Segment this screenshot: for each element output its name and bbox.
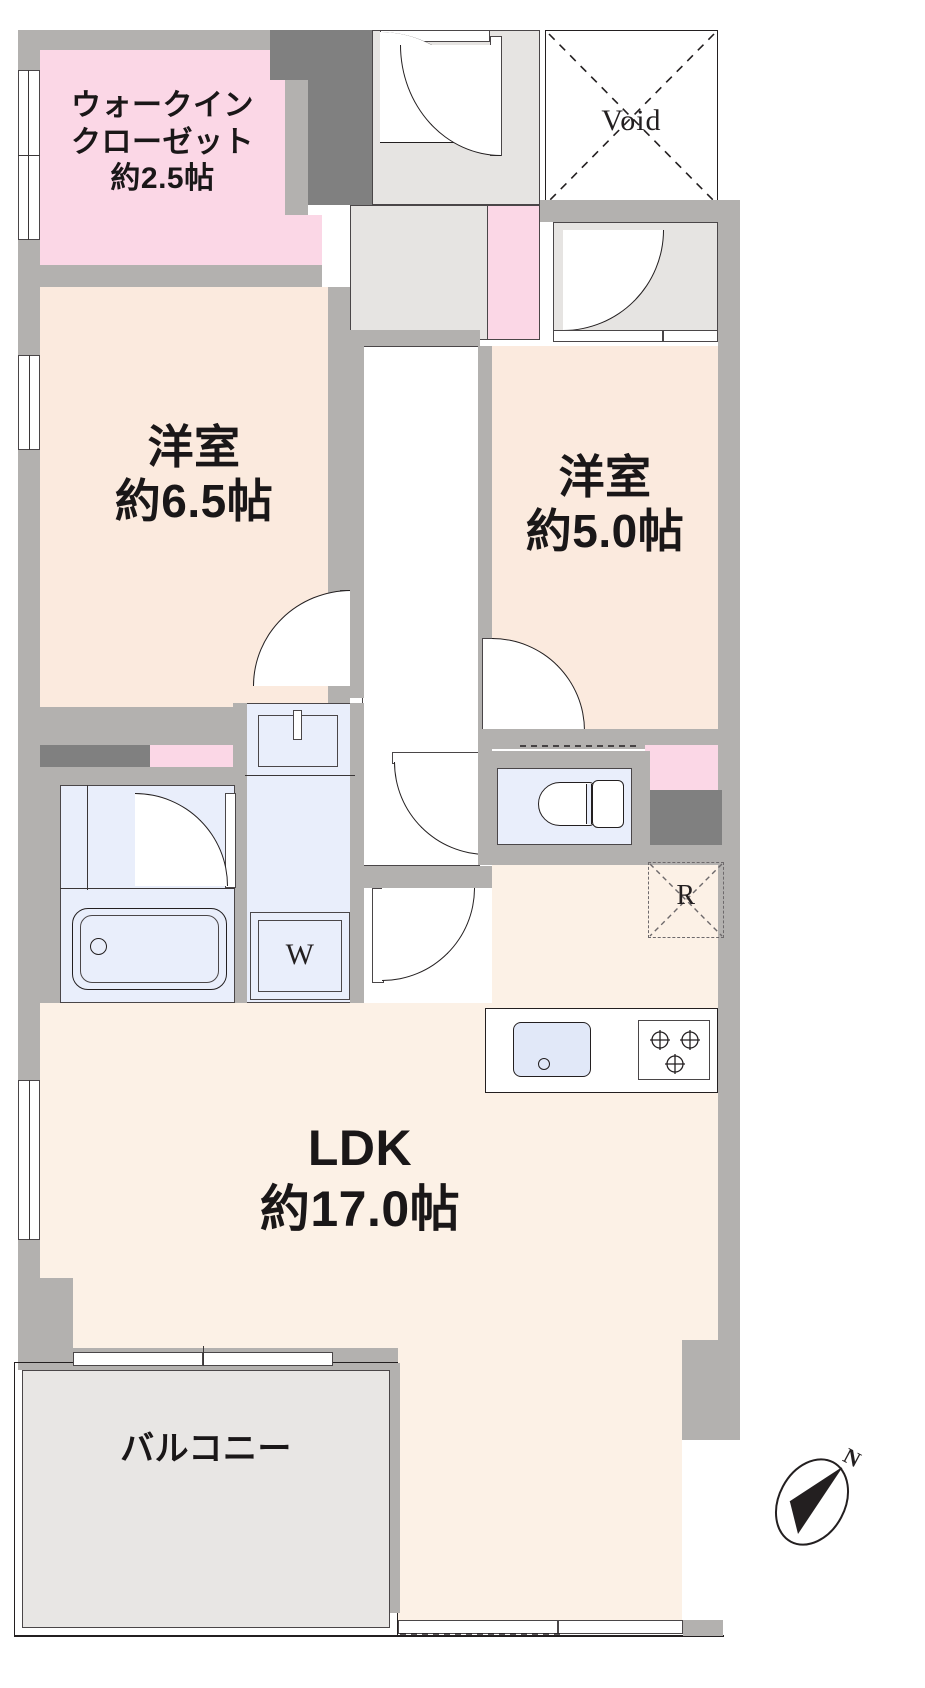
balcony-rail [14, 1362, 398, 1637]
bottom-sash-right [558, 1620, 683, 1634]
balcony-sash-mullion [203, 1346, 205, 1366]
room-ldk-upper-right [492, 865, 718, 1005]
storage-dark-left [40, 745, 150, 767]
vanity-faucet [293, 710, 302, 740]
bath-door-panel [225, 793, 236, 888]
toilet-wall-top [478, 751, 650, 768]
washing-machine-label: W [285, 938, 315, 971]
ldk-door-arc [382, 888, 475, 981]
toilet-seat-gap [586, 784, 592, 824]
bedroom-west-wall-left [18, 287, 40, 707]
toilet-wall-bottom [478, 845, 740, 865]
bath-inner-line [87, 785, 89, 890]
washroom-wall-right [350, 703, 364, 1003]
room-label-bedroom-west: 洋室 約6.5帖 [114, 421, 274, 528]
wic-wall-bottom [18, 265, 322, 287]
mid-wall-band-right [478, 729, 740, 749]
corridor-wall-bottom [362, 866, 492, 888]
void-cross-hatch [548, 33, 715, 202]
bathroom-wall-left [18, 785, 60, 1003]
wall-under-void [540, 200, 740, 222]
washing-machine-inner [258, 920, 342, 992]
room-label-walk-in-closet: ウォークイン クローゼット 約2.5帖 [71, 89, 254, 196]
toilet-tank [592, 780, 624, 828]
upper-right-closet-sash2 [663, 330, 718, 342]
storage-pink-left [150, 745, 245, 767]
corridor-wall-left [350, 346, 364, 698]
refrigerator-cross-hatch [649, 863, 723, 937]
storage-pink-right-frame [718, 745, 740, 845]
bathtub-drain-icon [90, 938, 107, 955]
bottom-wall-right [683, 1620, 723, 1636]
kitchen-sink-drain-icon [538, 1058, 550, 1070]
compass-icon [775, 1458, 849, 1546]
kitchen-stove [638, 1020, 710, 1080]
upper-right-closet-sash [553, 330, 663, 342]
bath-divider [60, 888, 235, 890]
void-label: Void [601, 104, 662, 137]
balcony-sash-right [203, 1352, 333, 1366]
toilet-wall-right [632, 751, 650, 845]
column-wic-right [270, 30, 308, 80]
ldk-lower-wall-left [390, 1363, 400, 1613]
balcony [22, 1370, 390, 1628]
window-wic-left-center [18, 155, 40, 156]
window-bedroom-west-mullion [29, 355, 30, 450]
room-walk-in-closet-lower [40, 215, 322, 265]
room-label-bedroom-east: 洋室 約5.0帖 [525, 451, 685, 558]
window-ldk-left-mullion [29, 1080, 30, 1240]
toilet-dashed-line [520, 745, 640, 747]
fridge-nook-dark-2 [650, 805, 698, 845]
entry-column [308, 30, 372, 205]
vanity-divider [245, 775, 355, 777]
kitchen-sink [513, 1022, 591, 1077]
compass: N [760, 1430, 880, 1560]
ldk-lower-right [398, 1363, 682, 1633]
shoe-closet-pink [487, 205, 540, 340]
refrigerator-space [648, 862, 724, 938]
wall-right-of-void [718, 200, 740, 350]
room-label-balcony: バルコニー [120, 1430, 292, 1468]
room-label-ldk: LDK 約17.0帖 [259, 1120, 461, 1237]
ldk-wall-right-lower [682, 1340, 740, 1440]
bottom-outline [14, 1635, 724, 1637]
balcony-sash-left [73, 1352, 203, 1366]
stove-burners-icon [650, 1030, 700, 1074]
bedroom-east-wall-right [718, 346, 740, 746]
toilet-wall-left [478, 751, 497, 845]
wic-wall-right-upper [285, 50, 308, 215]
washroom-wall-left [233, 703, 247, 1003]
wic-wall-top [18, 30, 308, 50]
hall-wall-left [350, 330, 480, 346]
refrigerator-label: R [676, 880, 696, 911]
bottom-sash-dashed [400, 1633, 560, 1635]
